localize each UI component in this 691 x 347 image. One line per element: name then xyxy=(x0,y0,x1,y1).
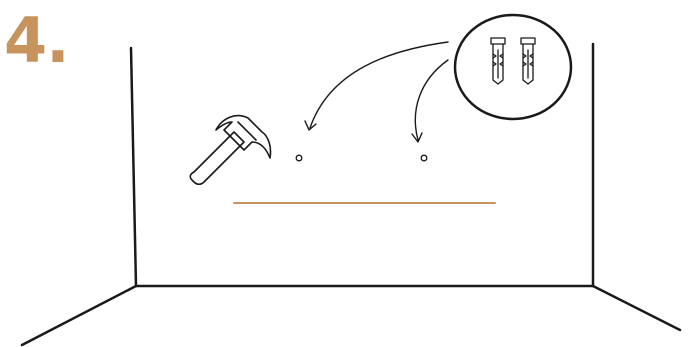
hammer-icon xyxy=(189,114,272,186)
drill-hole-right xyxy=(420,154,428,162)
wall-plug-icon xyxy=(520,37,536,85)
arrow-to-left-hole xyxy=(309,41,449,129)
floor-right-corner xyxy=(591,284,682,332)
wall-plug-icon xyxy=(490,37,506,85)
step-number: 4. xyxy=(4,4,70,77)
arrow-head-right xyxy=(411,132,423,143)
parts-callout xyxy=(453,13,573,121)
drill-hole-left xyxy=(295,154,303,162)
floor-left-corner xyxy=(20,284,138,347)
hammer-head xyxy=(215,114,272,159)
arrow-to-right-hole xyxy=(414,59,449,141)
insert-arrows xyxy=(304,41,449,143)
hammer-handle xyxy=(189,131,245,186)
wall-left-edge xyxy=(129,46,138,288)
arrow-head-left xyxy=(304,120,317,131)
callout-circle xyxy=(453,13,573,121)
room-outline xyxy=(20,42,682,347)
